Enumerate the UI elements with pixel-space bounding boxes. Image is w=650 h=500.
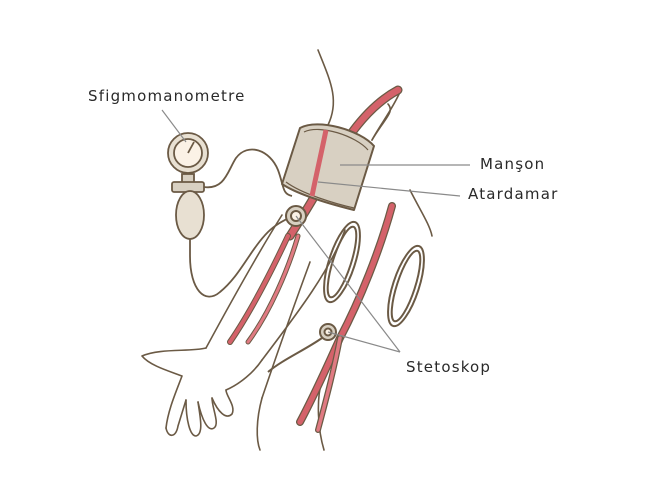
cuff <box>281 123 375 211</box>
artery-label: Atardamar <box>468 185 559 203</box>
sphygmomanometer-device <box>167 132 297 298</box>
cuff-label: Manşon <box>480 155 546 173</box>
leader-lines <box>161 109 470 353</box>
stethoscope-label: Stetoskop <box>406 358 492 376</box>
sphygmomanometer-label: Sfigmomanometre <box>88 87 246 105</box>
arm-illustration <box>141 49 433 451</box>
detail-rings <box>323 220 425 328</box>
